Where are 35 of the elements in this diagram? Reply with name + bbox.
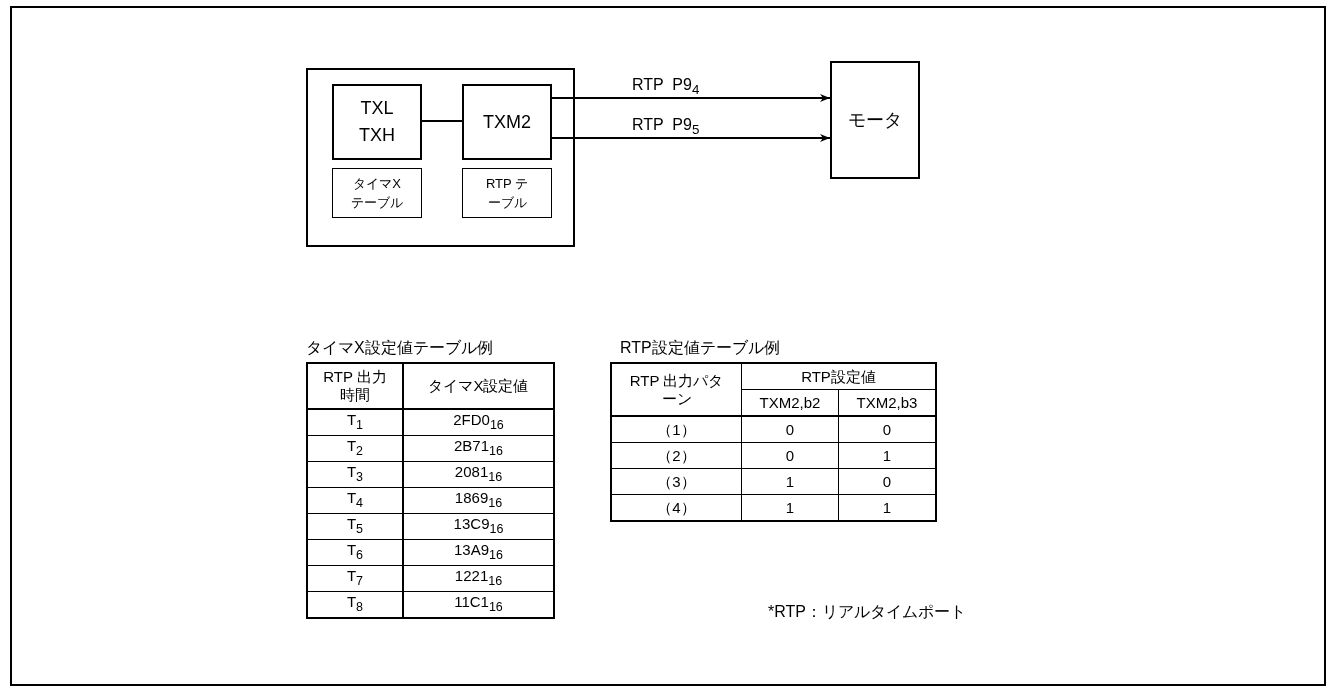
node-text: TXM2 bbox=[483, 110, 531, 134]
node-text: モータ bbox=[848, 108, 902, 132]
arrow bbox=[551, 134, 831, 142]
register-box bbox=[332, 84, 422, 160]
footnote: *RTP：リアルタイムポート bbox=[768, 602, 966, 622]
table-title: タイマX設定値テーブル例 bbox=[306, 338, 493, 358]
table-cell: 0 bbox=[741, 416, 839, 443]
table-title: RTP設定値テーブル例 bbox=[620, 338, 780, 358]
table-cell: T$_{6}$ bbox=[307, 539, 403, 566]
table-cell: T$_{4}$ bbox=[307, 487, 403, 514]
motor-box bbox=[830, 61, 920, 179]
table-cell: 0 bbox=[741, 442, 839, 469]
table-cell: T$_{3}$ bbox=[307, 461, 403, 488]
table-cell: T$_{5}$ bbox=[307, 513, 403, 540]
table-cell: T$_{1}$ bbox=[307, 409, 403, 436]
edge-label: RTP P9$_{4}$ bbox=[632, 76, 700, 98]
header-cell: RTP 出力パターン bbox=[611, 363, 742, 416]
edge-label: RTP P9$_{5}$ bbox=[632, 116, 700, 138]
table-cell: （1） bbox=[611, 416, 742, 443]
node-text: タイマX テーブル bbox=[350, 174, 404, 212]
table-cell: T$_{2}$ bbox=[307, 435, 403, 462]
table-cell: （2） bbox=[611, 442, 742, 469]
arrow bbox=[551, 94, 831, 102]
chip-block bbox=[306, 68, 575, 247]
connector-line bbox=[421, 120, 463, 122]
table-box bbox=[332, 168, 422, 218]
header-cell: RTP 出力時間 bbox=[307, 363, 403, 409]
table-box bbox=[462, 168, 552, 218]
register-box bbox=[462, 84, 552, 160]
node-text: TXL TXH bbox=[358, 97, 396, 147]
table-cell: T$_{7}$ bbox=[307, 565, 403, 592]
table-cell: （3） bbox=[611, 468, 742, 495]
header-cell: TXM2,b2 bbox=[741, 389, 839, 416]
node-text: RTP テーブル bbox=[484, 174, 530, 212]
table-cell: 1 bbox=[741, 468, 839, 495]
